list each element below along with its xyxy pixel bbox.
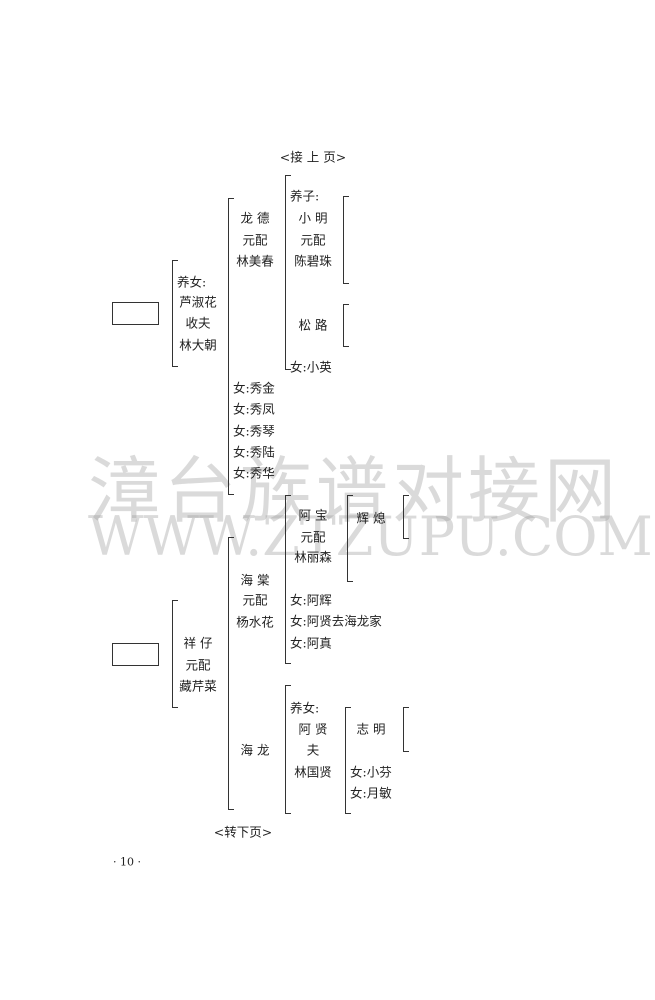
zhiming-name: 志 明 xyxy=(356,721,386,737)
bracket-abao-children xyxy=(347,495,353,582)
longde-spouse-label: 元配 xyxy=(242,232,268,248)
branch1-daughter: 女:秀金 xyxy=(233,380,275,396)
continued-to-label: <转下页> xyxy=(213,824,273,840)
ancestor-box-2 xyxy=(112,643,159,666)
longde-spouse: 林美春 xyxy=(236,253,274,269)
bracket-branch2-children xyxy=(228,537,234,810)
abao-spouse: 林丽森 xyxy=(294,549,332,565)
bracket-branch1-children xyxy=(228,198,234,495)
axian-spouse: 林国贤 xyxy=(294,764,332,780)
songlu-name: 松 路 xyxy=(298,317,328,333)
bracket-zhiming-children xyxy=(403,707,409,752)
axian-spouse-label: 夫 xyxy=(306,742,320,758)
bracket-huixi-children xyxy=(403,495,409,539)
branch1-spouse-label: 收夫 xyxy=(185,315,211,331)
branch1-daughter: 女:秀华 xyxy=(233,465,275,481)
branch1-label: 养女: xyxy=(177,274,207,290)
branch1-name: 芦淑花 xyxy=(179,294,217,310)
axian-daughter: 女:月敏 xyxy=(350,785,392,801)
haitang-daughter: 女:阿辉 xyxy=(290,592,332,608)
xiaoming-name: 小 明 xyxy=(298,210,328,226)
bracket-axian-children xyxy=(345,707,351,814)
branch1-daughter: 女:秀陆 xyxy=(233,444,275,460)
branch2-spouse-label: 元配 xyxy=(185,657,211,673)
axian-daughter: 女:小芬 xyxy=(350,764,392,780)
branch1-spouse: 林大朝 xyxy=(179,337,217,353)
haitang-daughter: 女:阿真 xyxy=(290,635,332,651)
xiaoming-spouse: 陈碧珠 xyxy=(294,253,332,269)
branch1-daughter: 女:秀凤 xyxy=(233,401,275,417)
longde-daughter: 女:小英 xyxy=(290,359,332,375)
haitang-spouse: 杨水花 xyxy=(236,614,274,630)
bracket-haitang-children xyxy=(285,495,291,664)
branch1-daughter: 女:秀琴 xyxy=(233,423,275,439)
abao-spouse-label: 元配 xyxy=(300,529,326,545)
haitang-name: 海 棠 xyxy=(240,572,270,588)
adopted-son-label: 养子: xyxy=(290,188,320,204)
ancestor-box-1 xyxy=(112,302,159,325)
adopted-daughter-label: 养女: xyxy=(290,700,320,716)
haitang-daughter: 女:阿贤去海龙家 xyxy=(290,613,382,629)
branch2-name: 祥 仔 xyxy=(183,635,213,651)
branch2-spouse: 藏芹菜 xyxy=(179,678,217,694)
bracket-longde-children xyxy=(285,175,291,370)
axian-name: 阿 贤 xyxy=(298,721,328,737)
xiaoming-spouse-label: 元配 xyxy=(300,232,326,248)
bracket-xiaoming-children xyxy=(343,196,349,284)
longde-name: 龙 德 xyxy=(240,210,270,226)
watermark-chinese: 漳台族谱对接网 xyxy=(88,449,621,533)
haitang-spouse-label: 元配 xyxy=(242,592,268,608)
continued-from-label: <接 上 页> xyxy=(279,149,347,165)
page-number: · 10 · xyxy=(113,855,141,869)
abao-son: 辉 熄 xyxy=(356,510,386,526)
bracket-branch1 xyxy=(172,260,178,367)
bracket-songlu-children xyxy=(343,304,349,347)
bracket-hailong-children xyxy=(285,685,291,814)
bracket-branch2 xyxy=(172,600,178,708)
abao-name: 阿 宝 xyxy=(298,507,328,523)
hailong-name: 海 龙 xyxy=(240,742,270,758)
